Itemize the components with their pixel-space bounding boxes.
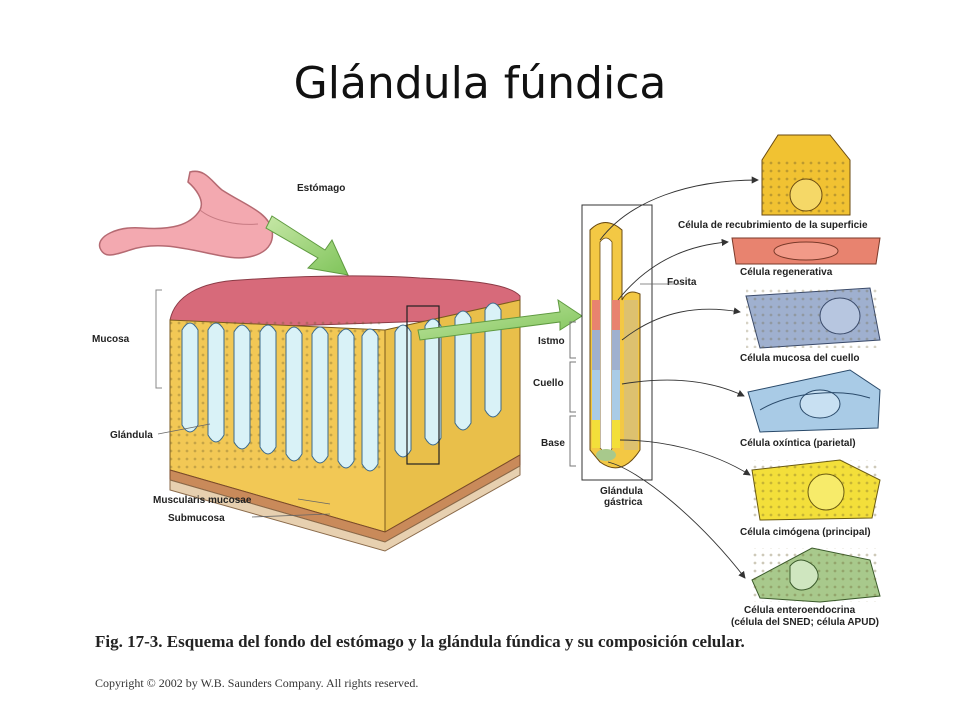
mucosa-bracket (155, 289, 162, 389)
gland-label: Glándula (110, 430, 153, 441)
gastric-gland-label-2: gástrica (604, 497, 643, 508)
istmo-label: Istmo (538, 336, 565, 347)
figure-caption-text: Esquema del fondo del estómago y la glán… (166, 632, 745, 651)
stomach-zoom-arrow (265, 215, 349, 276)
cell-label-6: Célula enteroendocrina (744, 605, 856, 616)
cell-regenerative (731, 237, 881, 265)
gastric-gland (581, 204, 653, 481)
cell-label-6b: (célula del SNED; célula APUD) (731, 617, 879, 628)
mucosa-label: Mucosa (92, 334, 130, 345)
cell-chief (751, 459, 881, 521)
cell-mucous-neck (745, 287, 881, 349)
mucosa-block (169, 275, 521, 552)
cell-label-4: Célula oxíntica (parietal) (740, 438, 856, 449)
cuello-label: Cuello (533, 378, 564, 389)
cell-label-2: Célula regenerativa (740, 267, 833, 278)
cell-surface-lining (761, 134, 851, 216)
muscularis-label: Muscularis mucosae (153, 495, 252, 506)
cell-label-3: Célula mucosa del cuello (740, 353, 859, 364)
cell-label-5: Célula cimógena (principal) (740, 527, 871, 538)
figure-caption: Fig. 17-3. Esquema del fondo del estómag… (95, 632, 895, 651)
cell-enteroendocrine (751, 547, 881, 603)
copyright-notice: Copyright © 2002 by W.B. Saunders Compan… (95, 676, 419, 690)
stomach-illustration (98, 170, 274, 259)
base-label: Base (541, 438, 565, 449)
figure-number: Fig. 17-3. (95, 632, 163, 651)
fosita-label: Fosita (667, 277, 697, 288)
cell-label-1: Célula de recubrimiento de la superficie (678, 220, 868, 231)
cell-oxyntic (747, 369, 881, 433)
gland-zoom-arrow (417, 298, 583, 341)
submucosa-label: Submucosa (168, 513, 225, 524)
slide-title: Glándula fúndica (293, 58, 667, 109)
gastric-gland-label-1: Glándula (600, 486, 643, 497)
stomach-label: Estómago (297, 183, 345, 194)
